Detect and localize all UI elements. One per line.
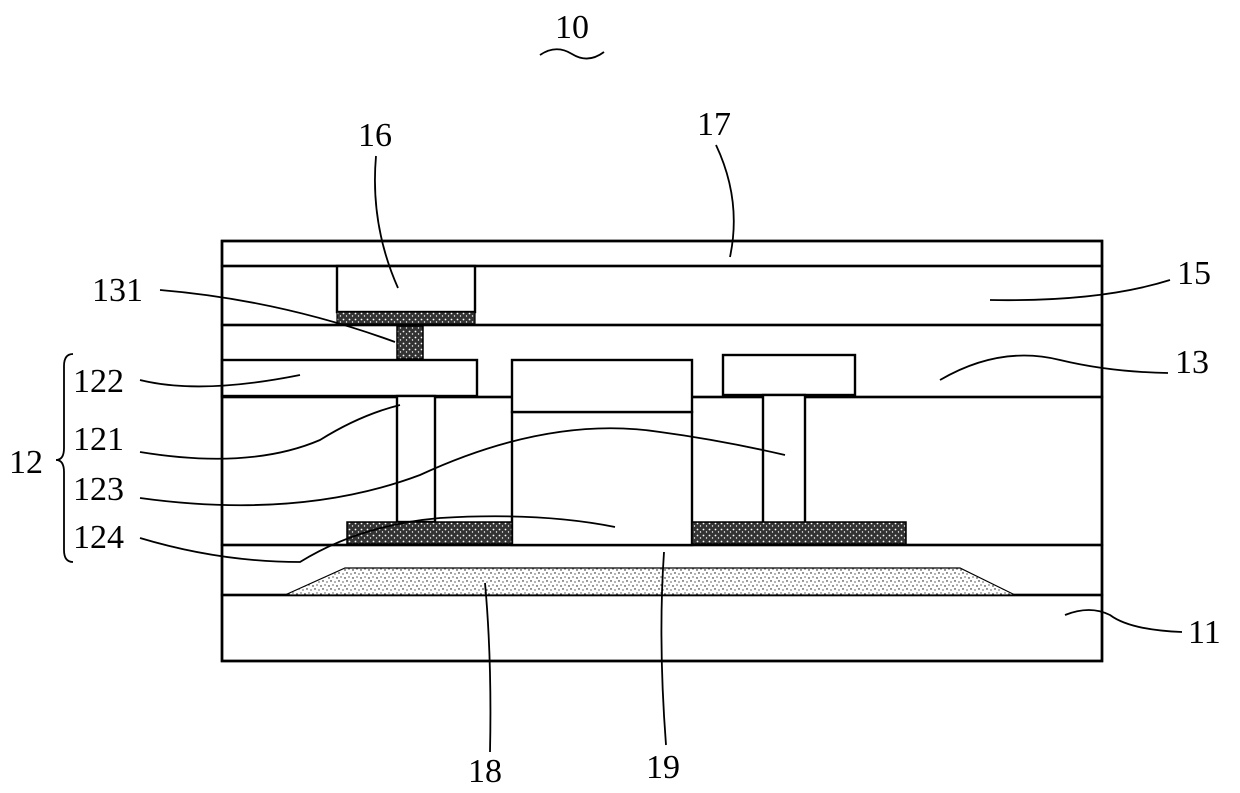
label-12: 12 — [9, 444, 43, 481]
label-11: 11 — [1188, 614, 1221, 651]
label-15: 15 — [1177, 255, 1211, 292]
leader-15 — [990, 280, 1170, 300]
upper-block — [512, 360, 692, 412]
leader-18 — [485, 583, 490, 752]
via-131 — [397, 326, 423, 359]
label-131: 131 — [92, 272, 143, 309]
via-122 — [397, 396, 435, 522]
figure-number-squiggle — [540, 49, 604, 58]
leader-121 — [140, 405, 400, 459]
bracket-12 — [56, 354, 73, 562]
label-16: 16 — [358, 117, 392, 154]
leader-11 — [1065, 610, 1182, 632]
layer-17 — [222, 241, 1102, 266]
label-123: 123 — [73, 471, 124, 508]
label-17: 17 — [697, 106, 731, 143]
t-electrode-stem — [763, 395, 805, 523]
leader-13 — [940, 356, 1168, 381]
label-124: 124 — [73, 519, 124, 556]
label-19: 19 — [646, 749, 680, 786]
label-13: 13 — [1175, 344, 1209, 381]
label-121: 121 — [73, 421, 124, 458]
label-18: 18 — [468, 753, 502, 790]
element-16-pad — [337, 312, 475, 324]
pad-left — [347, 522, 512, 544]
region-18-stipple — [285, 568, 1015, 595]
t-electrode-cap — [723, 355, 855, 395]
element-16 — [337, 266, 475, 312]
pad-right — [692, 522, 906, 544]
label-122: 122 — [73, 363, 124, 400]
layer-122 — [222, 360, 477, 396]
figure-number: 10 — [555, 9, 589, 46]
